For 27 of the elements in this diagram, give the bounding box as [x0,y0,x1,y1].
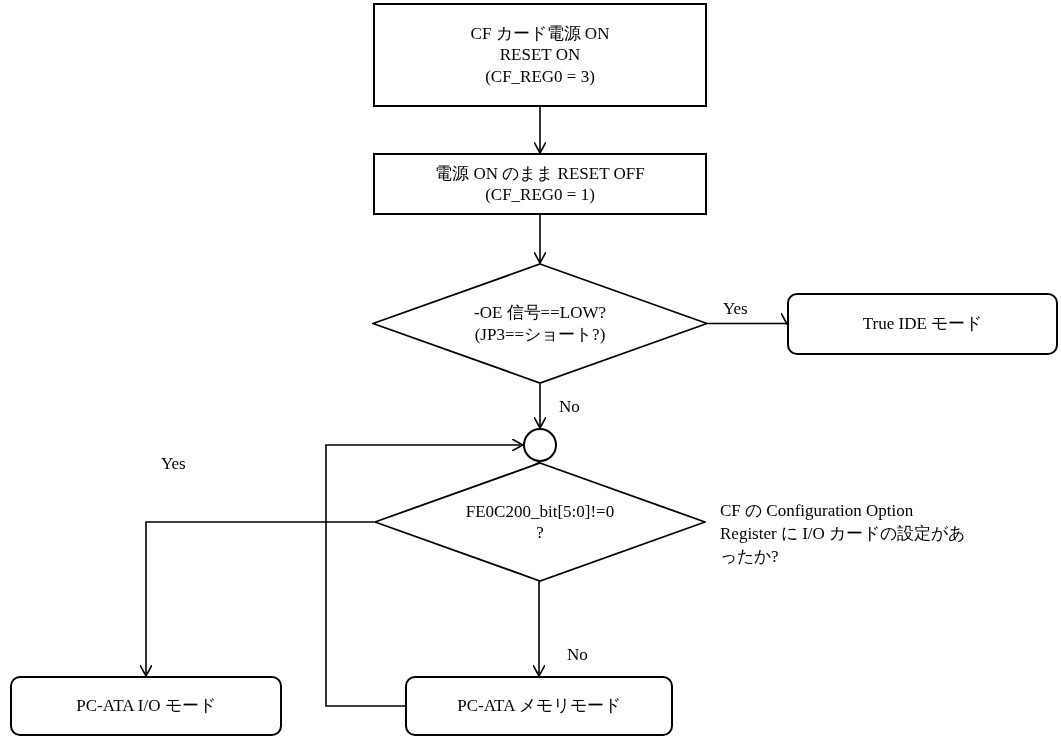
node-text: PC-ATA I/O モード [76,695,216,717]
node-text: -OE 信号==LOW? [474,302,606,324]
node-text: PC-ATA メモリモード [457,695,621,717]
node-text: RESET ON [499,44,581,66]
arrow [139,521,375,677]
terminal-box [10,676,282,736]
node-text: 電源 ON のまま RESET OFF [435,162,645,184]
connector-circle [523,428,557,462]
terminal-box [405,676,673,736]
process-box [373,3,707,107]
node-text: FE0C200_bit[5:0]!=0 [465,500,615,522]
arrow [533,383,547,429]
node-text: CF カード電源 ON [470,23,610,45]
arrow [534,461,541,464]
arrow [325,438,524,707]
node-text: (JP3==ショート?) [474,323,606,345]
decision-diamond [372,263,708,384]
process-box [373,153,707,215]
annotation-note: CF の Configuration Option Register に I/O カードの設定があったか? [720,500,967,568]
terminal-box [787,293,1058,355]
arrow [533,214,547,264]
node-text: True IDE モード [862,313,983,335]
node-text: (CF_REG0 = 1) [485,184,595,206]
arrow [533,106,547,154]
node-text: (CF_REG0 = 3) [485,65,595,87]
arrow [532,581,546,677]
node-text: ? [536,522,544,544]
